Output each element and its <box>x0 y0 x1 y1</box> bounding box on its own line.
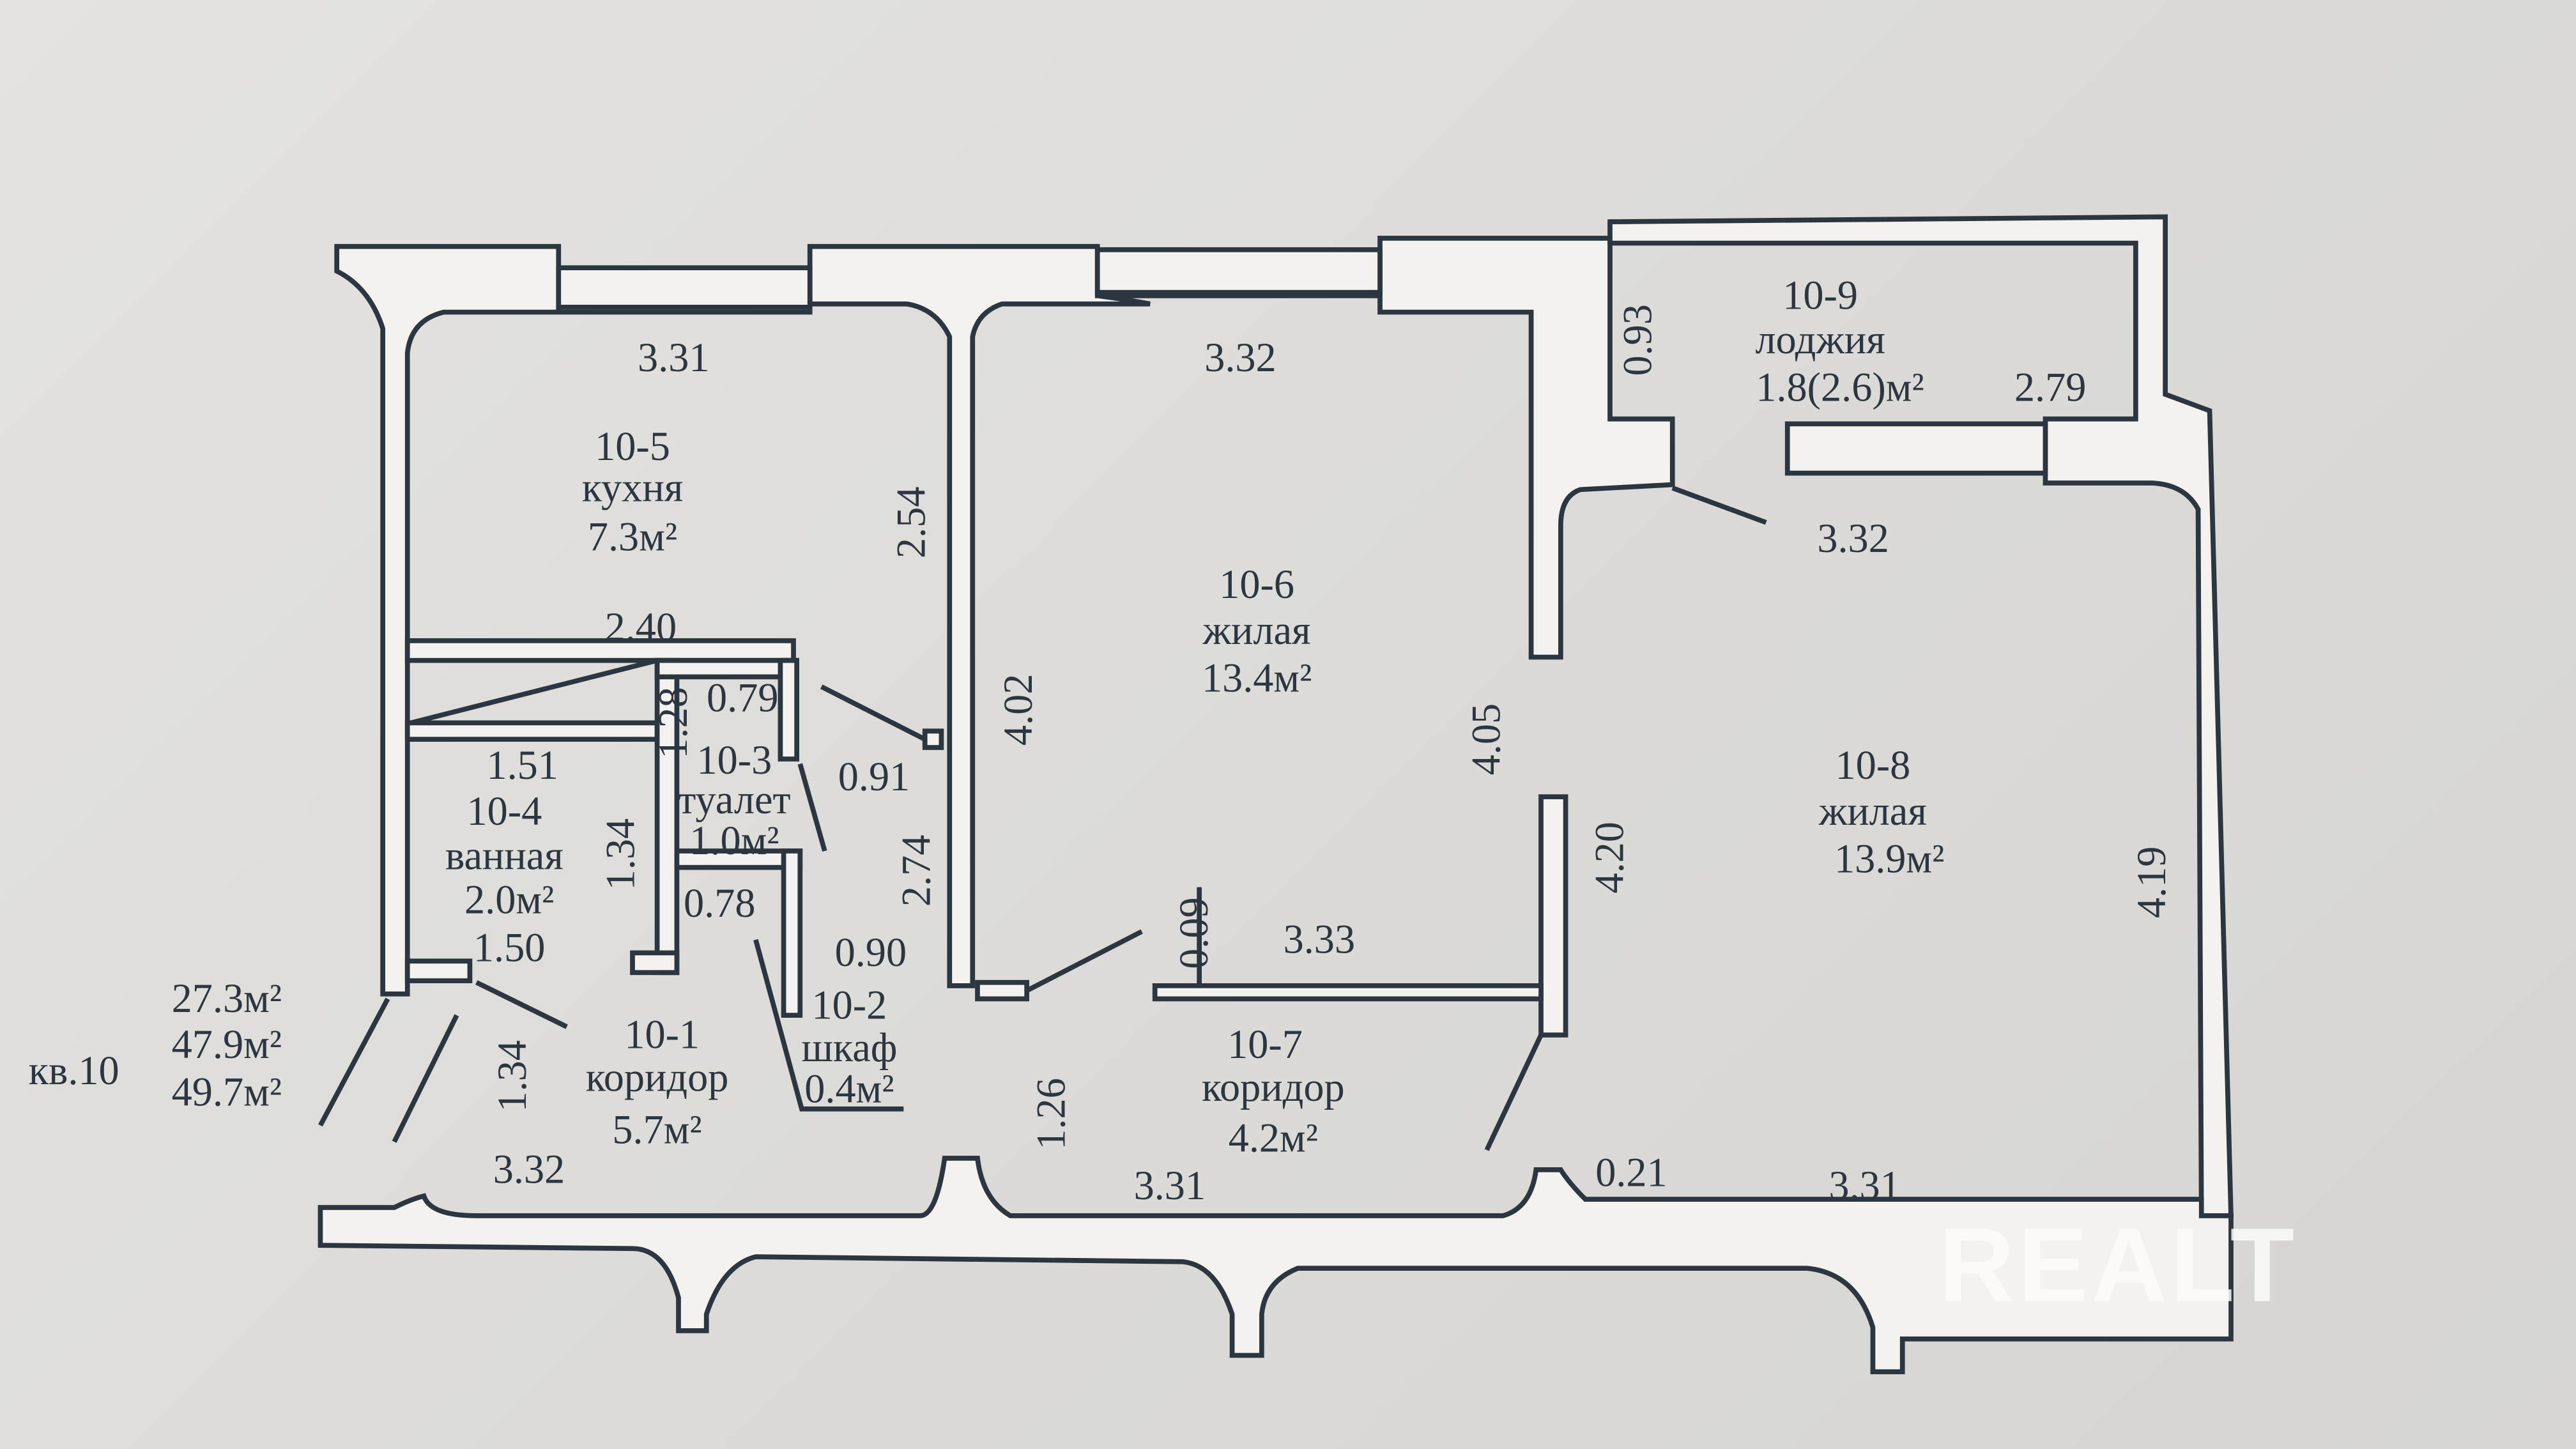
room-10-3: 10-3 туалет 1.0м² <box>678 737 790 863</box>
room-10-9: 10-9 лоджия 1.8(2.6)м² <box>1755 272 1924 410</box>
room-name: туалет <box>678 777 790 822</box>
room-name: шкаф <box>801 1025 897 1070</box>
room-id: 10-4 <box>467 788 542 834</box>
room-id: 10-8 <box>1836 742 1911 788</box>
room-name: коридор <box>586 1054 729 1100</box>
room-area: 2.0м² <box>464 877 554 923</box>
room-10-6: 10-6 жилая 13.4м² <box>1202 562 1312 701</box>
dimension: 3.31 <box>1134 1163 1206 1208</box>
dimension: 1.34 <box>489 1040 535 1112</box>
apartment-summary: кв.10 27.3м² 47.9м² 49.7м² <box>29 976 282 1115</box>
room-name: кухня <box>582 464 684 510</box>
room-10-2: 10-2 шкаф 0.4м² <box>801 982 897 1111</box>
room-10-5: 10-5 кухня 7.3м² <box>582 424 684 559</box>
room-area: 13.4м² <box>1202 656 1312 701</box>
room-10-4: 10-4 ванная 2.0м² <box>445 788 564 923</box>
room-area: 4.2м² <box>1229 1116 1318 1161</box>
room-id: 10-3 <box>697 737 772 783</box>
room-id: 10-9 <box>1782 272 1858 318</box>
dimension: 3.32 <box>1817 516 1889 561</box>
room-id: 10-2 <box>812 982 887 1027</box>
area-total-with-loggia: 49.7м² <box>172 1070 282 1115</box>
area-total: 47.9м² <box>172 1022 282 1067</box>
room-10-7: 10-7 коридор 4.2м² <box>1202 1022 1345 1161</box>
dimension: 2.74 <box>893 835 939 907</box>
dimension: 1.28 <box>650 687 696 758</box>
dimension: 4.05 <box>1464 703 1509 775</box>
dimension: 4.20 <box>1587 822 1632 893</box>
room-id: 10-5 <box>595 424 670 469</box>
room-10-8: 10-8 жилая 13.9м² <box>1818 742 1944 882</box>
room-area: 1.0м² <box>689 818 779 863</box>
dimension: 1.34 <box>598 818 643 890</box>
room-area: 13.9м² <box>1834 836 1944 881</box>
dimension: 4.19 <box>2129 847 2174 918</box>
dimension: 2.54 <box>889 486 934 558</box>
room-name: коридор <box>1202 1064 1345 1110</box>
room-id: 10-1 <box>624 1012 700 1057</box>
apartment-label: кв.10 <box>29 1048 119 1093</box>
room-id: 10-7 <box>1227 1022 1303 1067</box>
walls <box>318 214 2234 1374</box>
dimension: 1.51 <box>486 742 558 788</box>
dimension: 0.93 <box>1614 304 1660 376</box>
area-living: 27.3м² <box>172 976 282 1021</box>
dimension: 2.79 <box>2014 364 2086 410</box>
dimension: 0.79 <box>707 675 778 720</box>
room-area: 0.4м² <box>804 1066 894 1111</box>
room-name: жилая <box>1818 788 1927 834</box>
room-area: 7.3м² <box>588 514 677 559</box>
dimension: 0.90 <box>835 930 907 975</box>
dimension: 0.21 <box>1595 1150 1667 1195</box>
dimension: 0.09 <box>1171 897 1216 969</box>
dimension: 0.78 <box>684 880 755 926</box>
dimensions: 3.31 2.54 2.40 0.79 1.28 0.91 1.51 1.34 … <box>473 304 2174 1208</box>
room-name: ванная <box>445 832 564 878</box>
dimension: 3.32 <box>493 1146 565 1192</box>
room-id: 10-6 <box>1219 562 1294 607</box>
dimension: 2.40 <box>605 604 677 650</box>
dimension: 3.32 <box>1204 335 1276 380</box>
room-10-1: 10-1 коридор 5.7м² <box>586 1012 729 1153</box>
dimension: 0.91 <box>838 754 910 799</box>
dimension: 3.31 <box>638 335 709 380</box>
dimension: 4.02 <box>995 674 1041 746</box>
room-name: лоджия <box>1755 317 1885 362</box>
room-area: 1.8(2.6)м² <box>1756 364 1924 410</box>
dimension: 1.50 <box>473 924 545 970</box>
dimension: 3.31 <box>1828 1163 1900 1208</box>
room-name: жилая <box>1202 608 1311 653</box>
dimension: 1.26 <box>1028 1078 1073 1149</box>
room-area: 5.7м² <box>612 1107 702 1153</box>
dimension: 3.33 <box>1284 916 1355 962</box>
watermark-logo: REALT <box>1938 1206 2297 1324</box>
